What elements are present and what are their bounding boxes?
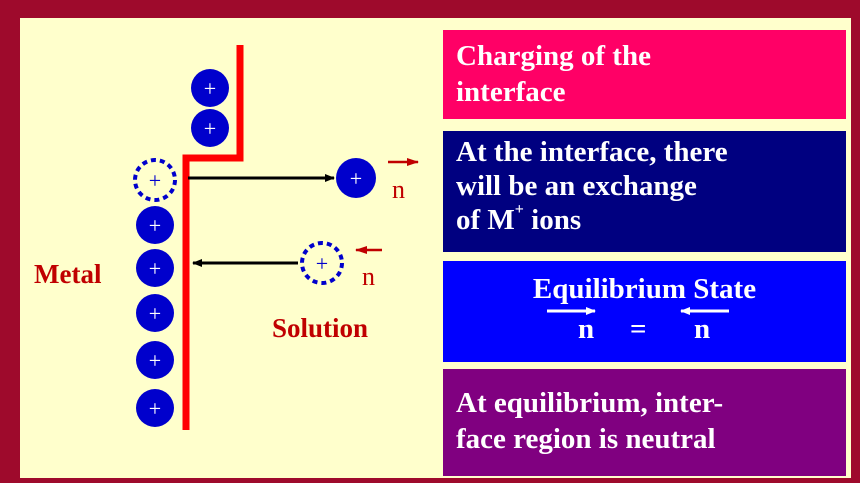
plus-sign: + xyxy=(149,256,161,281)
plus-sign: + xyxy=(149,348,161,373)
equation-arrows xyxy=(547,307,729,315)
exchange-line: will be an exchange xyxy=(456,170,697,202)
equilibrium-title: Equilibrium State xyxy=(532,273,757,305)
metal-ion: + xyxy=(191,69,229,107)
exchange-text: of M xyxy=(456,204,515,236)
plus-sign: + xyxy=(316,251,328,276)
charging-box: Charging of the interface xyxy=(443,30,846,119)
neutral-line: At equilibrium, inter- xyxy=(456,387,724,419)
neutral-box: At equilibrium, inter- face region is ne… xyxy=(443,369,846,476)
metal-electrode xyxy=(182,45,244,430)
metal-label: Metal xyxy=(34,259,102,289)
metal-ion: + xyxy=(136,249,174,287)
plus-sign: + xyxy=(204,76,216,101)
backward-rate-n: n xyxy=(362,262,375,291)
eq-left-n: n xyxy=(578,313,595,345)
exchange-line: of M+ ions xyxy=(443,201,846,237)
neutral-line: face region is neutral xyxy=(456,423,716,455)
forward-rate-n: n xyxy=(392,175,405,204)
plus-sign: + xyxy=(350,166,362,191)
eq-right-n: n xyxy=(694,313,711,345)
equilibrium-box: Equilibrium State n = n xyxy=(443,261,846,362)
exchange-text: ions xyxy=(523,204,582,236)
solution-ion: + xyxy=(336,158,376,198)
exchange-line: At the interface, there xyxy=(456,136,728,168)
solution-label: Solution xyxy=(272,313,368,343)
exchange-box: At the interface, there will be an excha… xyxy=(443,131,846,252)
plus-sign: + xyxy=(149,301,161,326)
equilibrium-equation: n = n xyxy=(443,307,846,347)
leaving-ion-site: + xyxy=(133,158,177,202)
metal-ion: + xyxy=(136,341,174,379)
plus-sign: + xyxy=(149,396,161,421)
metal-ion: + xyxy=(136,206,174,244)
plus-sign: + xyxy=(149,213,161,238)
charging-line: Charging of the xyxy=(456,40,651,72)
eq-sign: = xyxy=(630,313,647,345)
metal-ion: + xyxy=(136,389,174,427)
metal-ion: + xyxy=(136,294,174,332)
ion-charge: + xyxy=(514,201,524,219)
plus-sign: + xyxy=(204,116,216,141)
charging-line: interface xyxy=(456,76,566,108)
incoming-ion: + xyxy=(300,241,344,285)
metal-ion: + xyxy=(191,109,229,147)
plus-sign: + xyxy=(149,168,161,193)
